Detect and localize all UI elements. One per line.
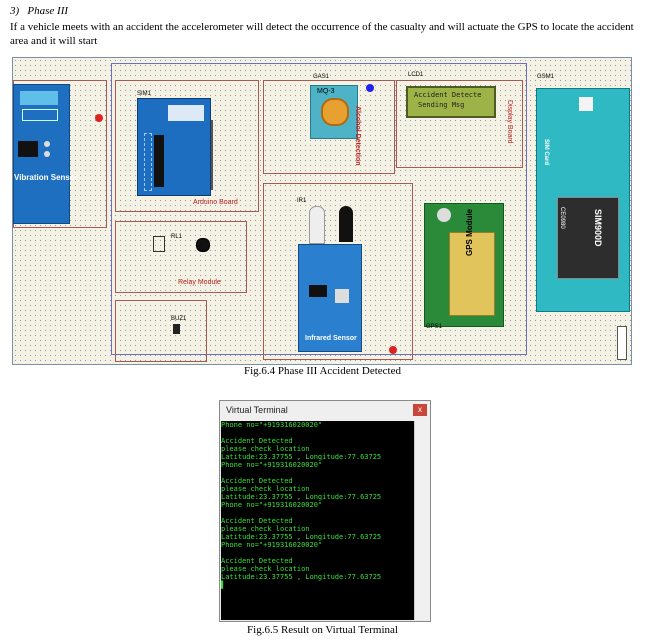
gsm1-label: GSM1 — [537, 74, 555, 80]
terminal-line: Accident Detected — [221, 477, 293, 485]
terminal-line: Phone no="+919316020020" — [221, 541, 323, 549]
buzzer-frame — [115, 300, 207, 362]
sim1-label: SIM1 — [137, 91, 152, 97]
terminal-line — [221, 509, 414, 517]
terminal-line: ▌ — [221, 581, 226, 589]
relay-frame — [115, 221, 247, 293]
terminal-line — [221, 429, 414, 437]
section-heading: 3) Phase III — [10, 5, 69, 17]
gps-module: GPS Module — [424, 203, 504, 327]
arduino-board — [137, 98, 211, 196]
terminal-line — [221, 549, 414, 557]
terminal-line: Accident Detected — [221, 557, 293, 565]
terminal-line — [221, 469, 414, 477]
gps1-label: GPS1 — [426, 324, 443, 330]
terminal-line: Latitude:23.37755 , Longitude:77.63725 — [221, 573, 382, 581]
terminal-line: please check location — [221, 445, 310, 453]
terminal-line: Latitude:23.37755 , Longitude:77.63725 — [221, 493, 382, 501]
ir1-label: IR1 — [297, 198, 307, 204]
close-button[interactable]: x — [413, 404, 427, 416]
rl1-label: RL1 — [171, 234, 183, 240]
arduino-frame — [115, 80, 259, 212]
figure2-caption: Fig.6.5 Result on Virtual Terminal — [247, 624, 398, 636]
buz1-label: BUZ1 — [171, 316, 187, 322]
mq3-label: MQ-3 — [317, 88, 335, 95]
ir-frame — [263, 183, 413, 360]
terminal-titlebar: Virtual Terminal x — [220, 401, 430, 421]
gas1-label: GAS1 — [313, 74, 330, 80]
alcohol-frame — [263, 80, 395, 174]
relay-coil — [153, 236, 165, 252]
blue-frame — [111, 63, 527, 355]
terminal-line: Accident Detected — [221, 437, 293, 445]
sim900d-label: SIM900D — [593, 209, 603, 247]
vibration-probe — [95, 114, 103, 122]
terminal-line: Latitude:23.37755 , Longitude:77.63725 — [221, 453, 382, 461]
gsm-terminal — [617, 326, 627, 360]
display-label: Display Board — [506, 100, 513, 144]
terminal-output: Phone no="+919316020020" Accident Detect… — [221, 421, 414, 620]
lcd-screen: Accident Detecte Sending Msg — [406, 86, 496, 118]
gas-probe — [366, 84, 374, 92]
terminal-line: Phone no="+919316020020" — [221, 461, 323, 469]
terminal-line: please check location — [221, 485, 310, 493]
vibration-label: Vibration Sensor — [14, 173, 78, 182]
display-frame — [396, 80, 523, 168]
terminal-line: please check location — [221, 525, 310, 533]
alcohol-label: Alcohol Detection — [354, 106, 361, 166]
gsm-module: SIM Card CE0980 SIM900D — [536, 88, 630, 312]
buzzer-icon — [173, 324, 180, 334]
lcd-line2: Sending Msg — [418, 101, 465, 109]
sim-card-label: SIM Card — [543, 139, 549, 166]
ir-sensor-board: Infrared Sensor — [298, 244, 362, 352]
terminal-line: Accident Detected — [221, 517, 293, 525]
figure1-caption: Fig.6.4 Phase III Accident Detected — [243, 365, 401, 377]
terminal-title: Virtual Terminal — [226, 405, 288, 415]
lcd-line1: Accident Detecte — [414, 91, 482, 99]
infrared-label: Infrared Sensor — [305, 335, 357, 342]
arduino-label: Arduino Board — [193, 199, 238, 206]
terminal-line: Phone no="+919316020020" — [221, 501, 323, 509]
arduino-pins — [211, 120, 243, 190]
gps-label: GPS Module — [465, 208, 474, 256]
ir-probe — [389, 346, 397, 354]
gas-sensor: MQ-3 — [310, 85, 358, 139]
ir-led-black — [339, 206, 353, 242]
virtual-terminal-window: Virtual Terminal x Phone no="+9193160200… — [219, 400, 431, 622]
lcd1-label: LCD1 — [408, 72, 424, 78]
terminal-line: Latitude:23.37755 , Longitude:77.63725 — [221, 533, 382, 541]
terminal-line: Phone no="+919316020020" — [221, 421, 323, 429]
terminal-scrollbar[interactable] — [414, 421, 430, 620]
ce0980-label: CE0980 — [559, 207, 565, 229]
relay-motor — [196, 238, 210, 252]
terminal-line: please check location — [221, 565, 310, 573]
vibration-sensor: Vibration Sensor — [13, 84, 78, 224]
body-paragraph: If a vehicle meets with an accident the … — [10, 21, 634, 47]
schematic-figure: Vibration Sensor SIM1 Arduino Board GAS1… — [12, 57, 632, 365]
relay-label: Relay Module — [178, 279, 221, 286]
ir-led-white — [309, 206, 325, 244]
